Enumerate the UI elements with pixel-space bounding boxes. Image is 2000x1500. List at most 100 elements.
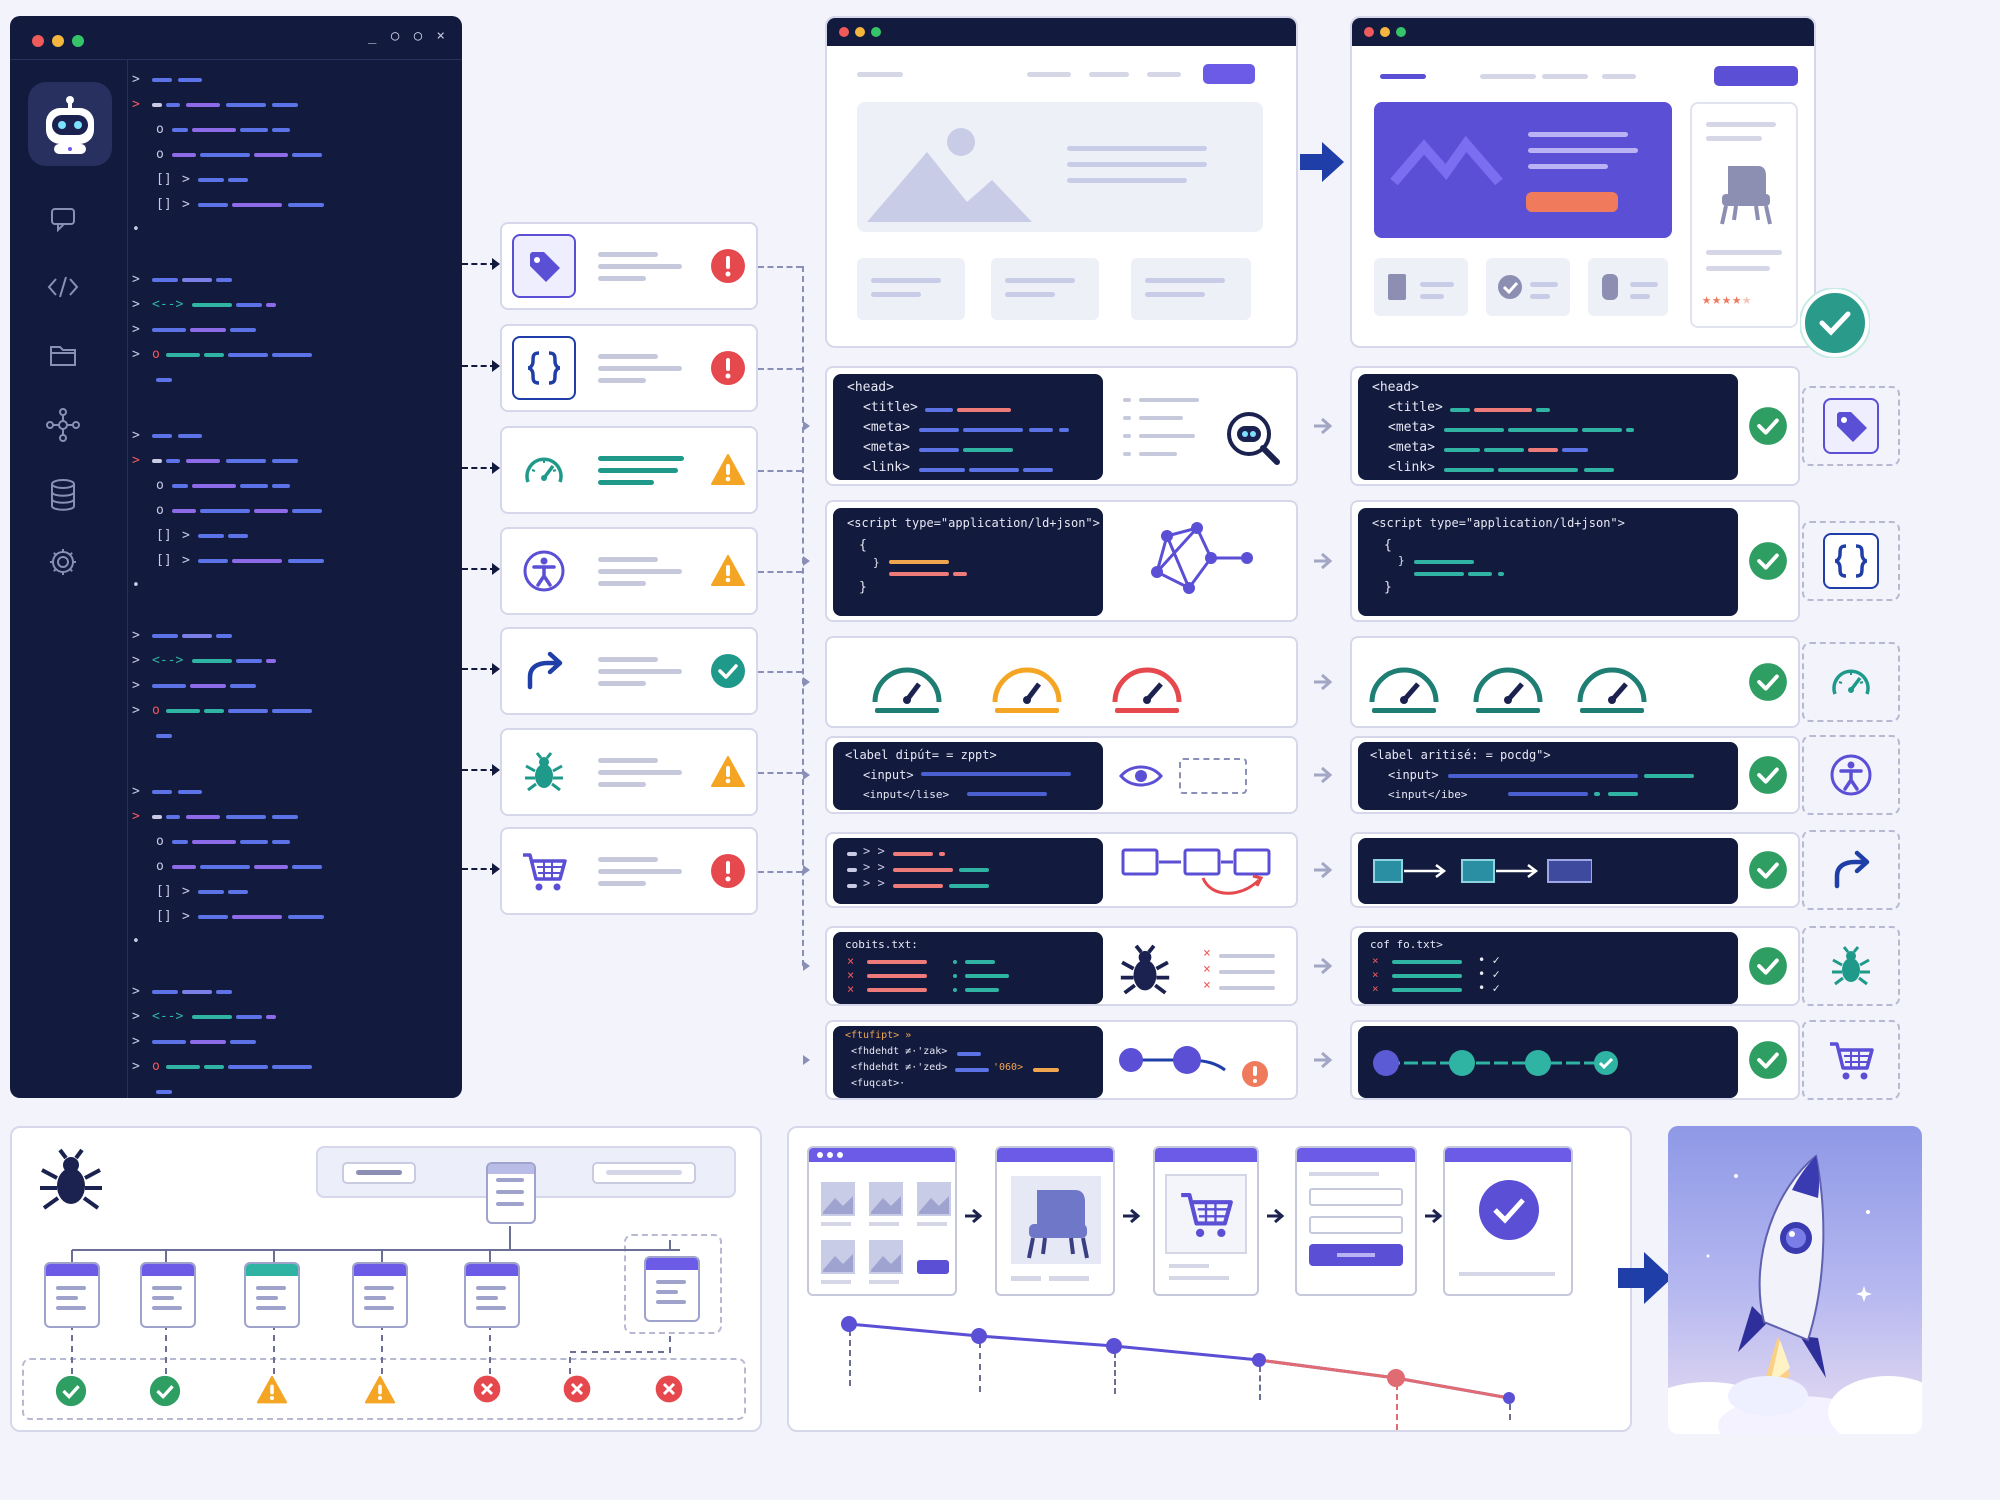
network-icon[interactable] bbox=[46, 408, 80, 442]
close-dot[interactable] bbox=[1364, 27, 1374, 37]
minimize-dot[interactable] bbox=[855, 27, 865, 37]
minimize-dot[interactable] bbox=[52, 35, 64, 47]
tree-page-node[interactable] bbox=[44, 1262, 100, 1328]
issue-card[interactable] bbox=[500, 728, 758, 816]
row-arrow-icon bbox=[1312, 416, 1336, 436]
code-token bbox=[266, 659, 276, 663]
code-token bbox=[198, 203, 228, 207]
journey-step-product[interactable] bbox=[995, 1146, 1115, 1296]
editor-titlebar: _ ○ ○ × bbox=[10, 16, 462, 60]
code-glyph: > bbox=[132, 297, 140, 312]
maximize-dot[interactable] bbox=[871, 27, 881, 37]
journey-point[interactable] bbox=[971, 1328, 987, 1344]
row-entry-arrowhead bbox=[803, 865, 810, 875]
code-token bbox=[288, 915, 324, 919]
nav-link[interactable] bbox=[1089, 72, 1129, 77]
folder-icon[interactable] bbox=[48, 340, 78, 370]
nav-cta-button[interactable] bbox=[1203, 64, 1255, 84]
close-dot[interactable] bbox=[32, 35, 44, 47]
code-glyph: <--> bbox=[152, 1009, 184, 1024]
code-text: <meta> bbox=[1388, 420, 1435, 435]
journey-point[interactable] bbox=[1252, 1353, 1266, 1367]
journey-point[interactable] bbox=[841, 1316, 857, 1332]
code-token bbox=[1444, 448, 1480, 452]
code-glyph: > bbox=[182, 884, 190, 899]
tree-page-node[interactable] bbox=[464, 1262, 520, 1328]
code-token bbox=[240, 840, 268, 844]
journey-step-confirmation[interactable] bbox=[1443, 1146, 1573, 1296]
maximize-dot[interactable] bbox=[72, 35, 84, 47]
code-token bbox=[216, 278, 232, 282]
code-token bbox=[919, 448, 959, 452]
code-token bbox=[963, 448, 1013, 452]
issue-text-line bbox=[598, 569, 682, 574]
journey-step-form[interactable] bbox=[1295, 1146, 1417, 1296]
gear-icon[interactable] bbox=[47, 546, 79, 578]
form-field[interactable] bbox=[1309, 1216, 1403, 1234]
journey-point[interactable] bbox=[1503, 1392, 1515, 1404]
before-fix-card: <ftufipt> »<fhdehdt ≠·'zak><fhdehdt ≠·'z… bbox=[825, 1020, 1298, 1100]
code-token bbox=[232, 915, 282, 919]
code-snippet-after bbox=[1358, 838, 1738, 904]
window-controls[interactable]: _ ○ ○ × bbox=[367, 28, 448, 44]
tree-page-node[interactable] bbox=[140, 1262, 196, 1328]
tree-page-node[interactable] bbox=[352, 1262, 408, 1328]
database-icon[interactable] bbox=[49, 478, 77, 512]
form-field[interactable] bbox=[1309, 1188, 1403, 1206]
connector-line bbox=[758, 470, 802, 472]
code-token bbox=[178, 790, 202, 794]
issue-card[interactable] bbox=[500, 627, 758, 715]
minimize-dot[interactable] bbox=[1380, 27, 1390, 37]
row-entry-arrowhead bbox=[803, 421, 810, 431]
code-token bbox=[1498, 572, 1504, 576]
nav-link[interactable] bbox=[1027, 72, 1071, 77]
hero-cta-button[interactable] bbox=[1526, 192, 1618, 212]
maximize-dot[interactable] bbox=[1396, 27, 1406, 37]
code-token bbox=[288, 203, 324, 207]
chat-icon[interactable] bbox=[48, 204, 78, 234]
code-token bbox=[182, 990, 212, 994]
issue-card[interactable] bbox=[500, 222, 758, 310]
code-token bbox=[272, 484, 290, 488]
tree-page-node[interactable] bbox=[244, 1262, 300, 1328]
journey-point[interactable] bbox=[1387, 1369, 1405, 1387]
code-token bbox=[228, 534, 248, 538]
nav-link[interactable] bbox=[1542, 74, 1588, 79]
connector-trunk bbox=[802, 266, 804, 966]
product-thumbnail bbox=[917, 1182, 951, 1216]
tree-page-node[interactable] bbox=[644, 1256, 700, 1322]
code-text: } bbox=[1384, 580, 1392, 595]
product-card[interactable]: ★★★★★ bbox=[1690, 102, 1798, 328]
issue-text-line bbox=[598, 354, 658, 359]
code-glyph: > bbox=[132, 1009, 140, 1024]
status-error-icon bbox=[710, 853, 746, 889]
code-snippet-after bbox=[1358, 1026, 1738, 1098]
error-mark: × bbox=[847, 954, 855, 968]
close-dot[interactable] bbox=[839, 27, 849, 37]
step-header bbox=[997, 1148, 1113, 1162]
journey-step-cart[interactable] bbox=[1153, 1146, 1259, 1296]
issue-card[interactable] bbox=[500, 527, 758, 615]
journey-step-listing[interactable] bbox=[807, 1146, 957, 1296]
connector-arrow bbox=[462, 263, 496, 265]
code-token bbox=[292, 865, 322, 869]
load-more-button[interactable] bbox=[917, 1260, 949, 1274]
code-snippet-after: <head><title><meta><meta><link> bbox=[1358, 374, 1738, 480]
code-token bbox=[254, 865, 288, 869]
issue-card[interactable] bbox=[500, 827, 758, 915]
connector-line bbox=[758, 266, 802, 268]
nav-link[interactable] bbox=[1147, 72, 1181, 77]
code-glyph: > > bbox=[863, 844, 885, 858]
after-titlebar bbox=[1352, 18, 1814, 46]
nav-link[interactable] bbox=[1480, 74, 1536, 79]
code-token bbox=[965, 960, 995, 964]
code-token bbox=[226, 459, 266, 463]
nav-cta-button[interactable] bbox=[1714, 66, 1798, 86]
issue-card[interactable] bbox=[500, 324, 758, 412]
code-icon[interactable] bbox=[46, 272, 80, 302]
issue-card[interactable] bbox=[500, 426, 758, 514]
nav-link[interactable] bbox=[1602, 74, 1636, 79]
journey-point[interactable] bbox=[1106, 1338, 1122, 1354]
robot-avatar-icon[interactable] bbox=[28, 82, 112, 166]
node-line bbox=[364, 1296, 386, 1300]
